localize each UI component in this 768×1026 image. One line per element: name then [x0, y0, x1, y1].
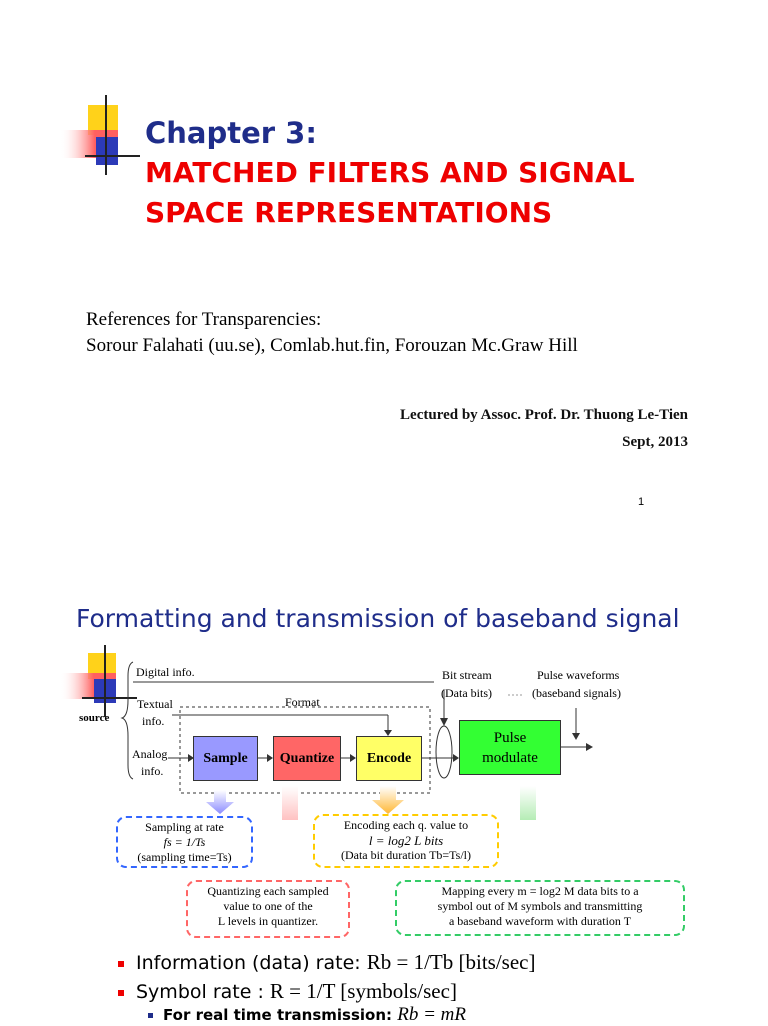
textual-info-label: info.	[142, 714, 165, 728]
page-number: 1	[638, 496, 645, 508]
source-label: source	[79, 712, 110, 724]
pulse-label: Pulse	[493, 729, 527, 746]
encoding-note: Encoding each q. value to l = log2 L bit…	[313, 814, 499, 868]
slide2-title: Formatting and transmission of baseband …	[76, 604, 680, 633]
format-label: Format	[285, 695, 320, 709]
slide2-logo-icon	[60, 645, 137, 717]
pulse-waveforms-label: Pulse waveforms	[537, 668, 620, 682]
sampling-note: Sampling at rate fs = 1/Ts (sampling tim…	[116, 816, 253, 868]
textual-label: Textual	[137, 697, 173, 711]
bit-stream-label: Bit stream	[442, 668, 492, 682]
sub-bullet-marker-icon	[148, 1013, 153, 1018]
references-list: Sorour Falahati (uu.se), Comlab.hut.fin,…	[86, 335, 578, 356]
bullet-marker-icon	[118, 989, 124, 996]
pulse-modulate-block: Pulse modulate	[459, 720, 561, 775]
title-line-2: SPACE REPRESENTATIONS	[145, 196, 553, 229]
symbol-rate-bullet: Symbol rate : R = 1/T [symbols/sec]	[118, 979, 457, 1004]
chapter-label: Chapter 3:	[145, 116, 317, 150]
encode-block: Encode	[356, 736, 422, 781]
analog-label: Analog	[132, 747, 168, 761]
bullet-marker-icon	[118, 960, 124, 967]
references-heading: References for Transparencies:	[86, 309, 322, 330]
digital-info-label: Digital info.	[136, 665, 195, 679]
mapping-note: Mapping every m = log2 M data bits to a …	[395, 880, 685, 936]
lecturer: Lectured by Assoc. Prof. Dr. Thuong Le-T…	[400, 407, 688, 423]
analog-info-label: info.	[141, 764, 164, 778]
baseband-signals-label: (baseband signals)	[532, 686, 621, 700]
realtime-sub-bullet: For real time transmission: Rb = mR	[148, 1004, 466, 1026]
modulate-label: modulate	[482, 749, 538, 766]
diagram-connectors	[120, 661, 593, 820]
sample-block: Sample	[193, 736, 258, 781]
slide-logo-icon	[60, 95, 140, 175]
quantizing-note: Quantizing each sampled value to one of …	[186, 880, 350, 938]
date: Sept, 2013	[622, 434, 688, 450]
quantize-block: Quantize	[273, 736, 341, 781]
info-rate-bullet: Information (data) rate: Rb = 1/Tb [bits…	[118, 950, 535, 975]
title-line-1: MATCHED FILTERS AND SIGNAL	[145, 156, 635, 189]
data-bits-label: (Data bits)	[441, 686, 492, 700]
